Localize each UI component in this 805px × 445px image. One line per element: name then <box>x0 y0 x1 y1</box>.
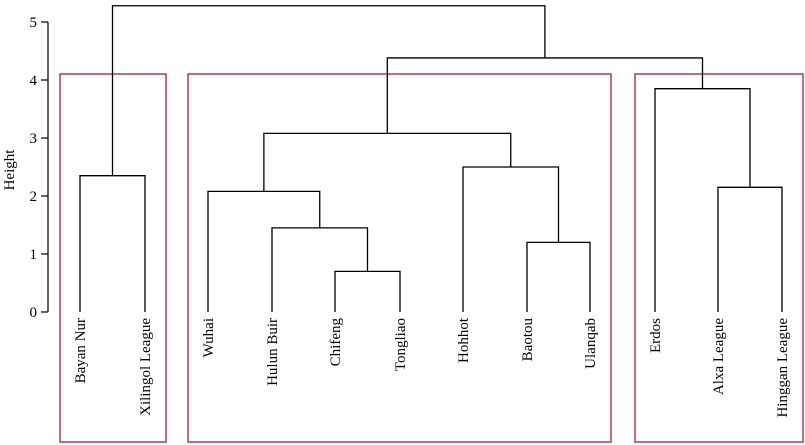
leaf-label: Hinggan League <box>775 318 791 418</box>
dendrogram-branch <box>654 88 751 312</box>
leaf-label: Alxa League <box>711 318 727 395</box>
leaf-label: Chifeng <box>328 318 344 367</box>
leaf-label: Ulanqab <box>583 318 599 369</box>
leaf-label: Hulun Buir <box>265 318 281 386</box>
dendrogram-branch <box>263 132 512 192</box>
leaf-label: Tongliao <box>393 318 409 371</box>
dendrogram-branches <box>79 5 783 312</box>
dendrogram-branch <box>111 5 546 176</box>
y-tick-label: 1 <box>30 247 38 263</box>
dendrogram-branch <box>207 190 321 312</box>
cluster-box <box>187 73 612 443</box>
leaf-label: Bayan Nur <box>73 318 89 383</box>
y-axis-label: Height <box>2 149 18 191</box>
y-tick-label: 5 <box>30 15 38 31</box>
leaf-label: Baotou <box>520 318 536 362</box>
y-tick-label: 2 <box>30 189 38 205</box>
leaf-label: Erdos <box>648 318 664 353</box>
dendrogram-branch <box>717 186 783 312</box>
y-tick-label: 3 <box>30 131 38 147</box>
y-axis: 0 1 2 3 4 5 <box>30 15 49 321</box>
dendrogram-branch <box>386 57 704 134</box>
leaf-label: Hohhot <box>456 317 472 363</box>
y-tick-label: 0 <box>30 305 38 321</box>
dendrogram-branch <box>334 270 401 312</box>
dendrogram-branch <box>79 175 146 312</box>
dendrogram-branch <box>462 166 560 312</box>
dendrogram-branch <box>526 241 591 312</box>
cluster-boxes <box>59 73 804 443</box>
leaf-label: Xilingol League <box>138 318 154 416</box>
y-tick-label: 4 <box>30 73 38 89</box>
cluster-box <box>634 73 804 443</box>
leaf-label: Wuhai <box>201 318 217 357</box>
dendrogram-branch <box>271 227 369 312</box>
leaf-labels: Bayan Nur Xilingol League Wuhai Hulun Buir C… <box>73 317 791 417</box>
